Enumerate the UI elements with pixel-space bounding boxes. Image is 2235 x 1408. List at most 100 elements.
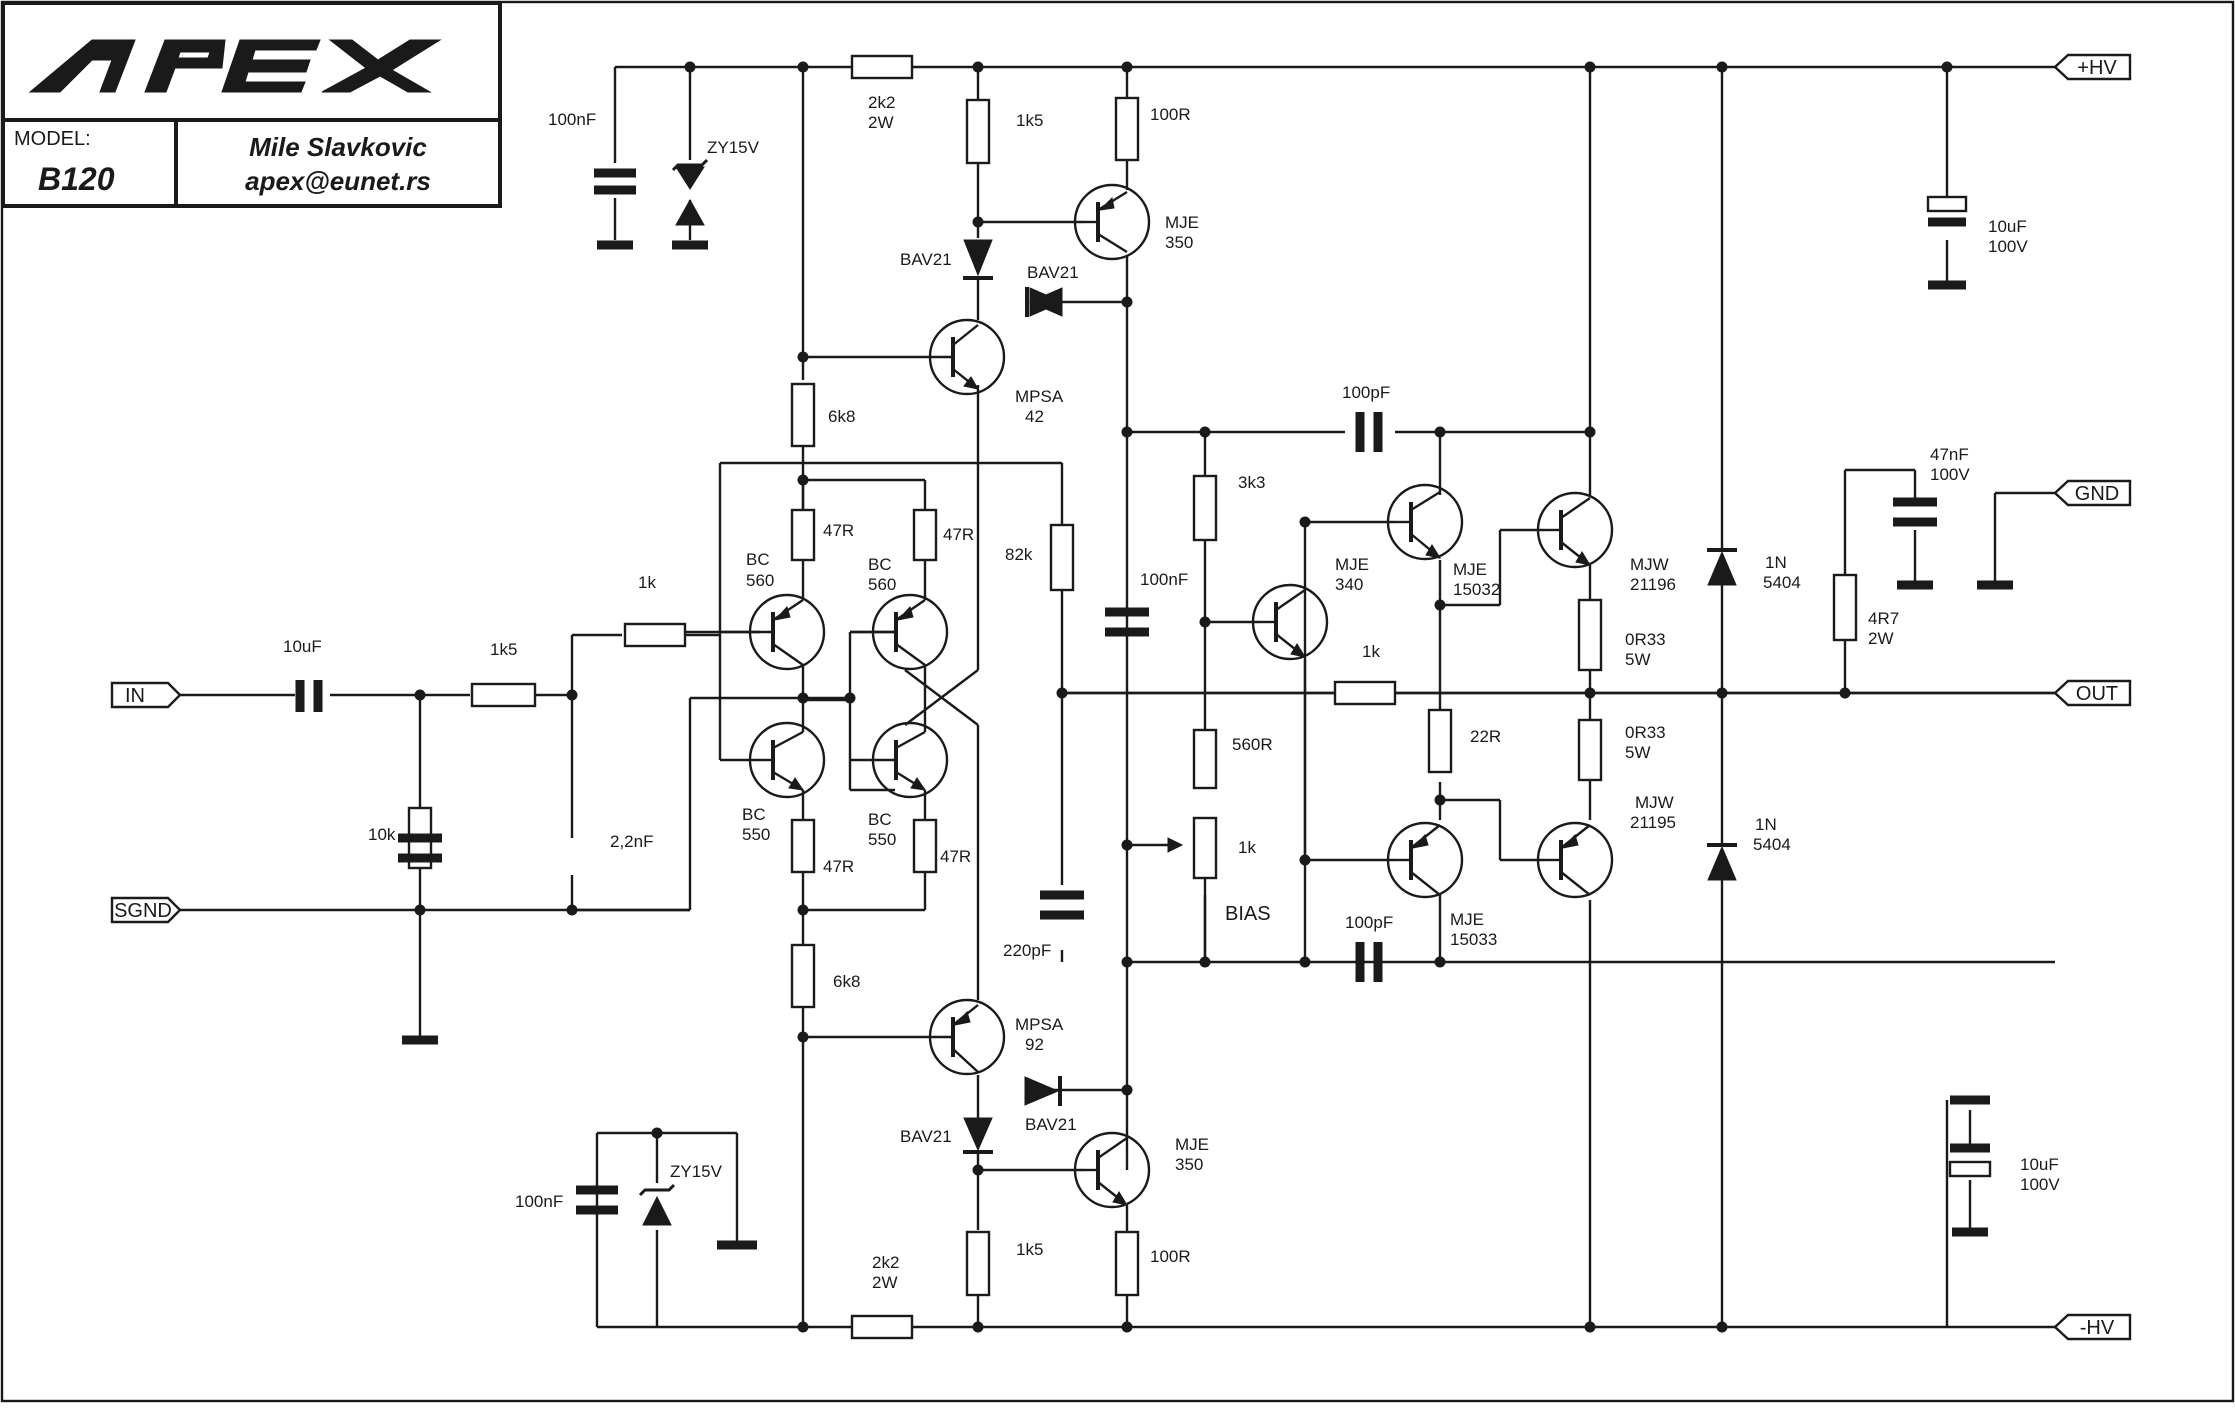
- transistor-MJE15032: [1386, 483, 1464, 561]
- label: 82k: [1005, 545, 1033, 564]
- transistors: [720, 183, 1614, 1209]
- transistor-MJE15033: [1386, 821, 1464, 899]
- resistor-1k-feedback: [1333, 680, 1397, 706]
- capacitor-100nF-bot: [576, 1185, 618, 1215]
- label: BAV21: [900, 250, 952, 269]
- label: 47R: [940, 847, 971, 866]
- transistor-BC550-right: [850, 721, 949, 820]
- label: 100nF: [1140, 570, 1188, 589]
- label: 10k: [368, 825, 396, 844]
- component-labels: 100nF ZY15V 2k2 2W 1k5 100R MJE 350 BAV2…: [283, 93, 2060, 1292]
- resistor-1k5-bot: [965, 1230, 991, 1297]
- port-gnd: GND: [2053, 479, 2132, 507]
- apex-logo: [28, 39, 442, 93]
- label: 1k5: [1016, 1240, 1043, 1259]
- resistor-47R-3: [790, 818, 816, 874]
- author-email: apex@eunet.rs: [245, 166, 431, 196]
- transistor-MJE350-bot: [1073, 1131, 1151, 1209]
- port-hv-positive: +HV: [2053, 53, 2132, 81]
- capacitor-220pF: [1040, 890, 1084, 920]
- label: MJE: [1175, 1135, 1209, 1154]
- label: 220pF: [1003, 941, 1051, 960]
- label: 1k5: [490, 640, 517, 659]
- label: 15033: [1450, 930, 1497, 949]
- resistor-560R: [1192, 728, 1218, 790]
- label: 6k8: [828, 407, 855, 426]
- label: 2W: [872, 1273, 898, 1292]
- transistor-MPSA42: [928, 318, 1006, 396]
- ground-symbols: [402, 580, 2013, 1250]
- capacitor-100pF-bot: [1355, 942, 1383, 982]
- zener-ZY15V-top: [671, 158, 709, 250]
- label: MJW: [1635, 793, 1674, 812]
- resistor-0R33-top: [1577, 598, 1603, 672]
- label: BC: [742, 805, 766, 824]
- label: 47R: [823, 857, 854, 876]
- label: MJW: [1630, 555, 1669, 574]
- resistor-47R-2: [912, 508, 938, 562]
- label: 100nF: [548, 110, 596, 129]
- label: 47nF: [1930, 445, 1969, 464]
- label: 10uF: [1988, 217, 2027, 236]
- label: 21196: [1630, 575, 1676, 594]
- label: 340: [1335, 575, 1363, 594]
- label: BAV21: [1027, 263, 1079, 282]
- capacitor-10uF-top: [1926, 195, 1968, 290]
- label: 100R: [1150, 105, 1191, 124]
- ports: IN SGND +HV GND OUT -HV: [110, 53, 2132, 1341]
- svg-text:GND: GND: [2075, 483, 2119, 505]
- capacitor-100nF-top: [594, 168, 636, 250]
- port-in: IN: [110, 681, 182, 709]
- pot-wiper-arrow: [1167, 837, 1184, 853]
- resistor-4R7: [1832, 573, 1858, 642]
- label: 2W: [1868, 629, 1894, 648]
- label: BAV21: [900, 1127, 952, 1146]
- junction-dots: [414, 61, 1953, 1333]
- svg-text:-HV: -HV: [2080, 1317, 2115, 1339]
- label: MJE: [1450, 910, 1484, 929]
- label: 5W: [1625, 743, 1651, 762]
- resistor-47R-1: [790, 508, 816, 562]
- capacitor-47nF: [1893, 497, 1937, 590]
- label: ZY15V: [707, 138, 760, 157]
- resistor-0R33-bot: [1577, 718, 1603, 782]
- label: 1N: [1765, 553, 1787, 572]
- transistor-BC560-right: [850, 593, 949, 671]
- label: 550: [742, 825, 770, 844]
- capacitor-100nF-mid: [1105, 607, 1149, 637]
- label: MPSA: [1015, 1015, 1064, 1034]
- label: 100V: [2020, 1175, 2060, 1194]
- label: BC: [868, 810, 892, 829]
- resistor-6k8-top: [790, 382, 816, 448]
- svg-text:SGND: SGND: [114, 900, 172, 922]
- label: 5404: [1753, 835, 1791, 854]
- transistor-MJW21196: [1536, 491, 1614, 569]
- transistor-MJW21195: [1536, 821, 1614, 899]
- svg-text:OUT: OUT: [2076, 683, 2118, 705]
- title-block: MODEL: B120 Mile Slavkovic apex@eunet.rs: [1, 1, 502, 208]
- resistor-1k-in: [623, 622, 687, 648]
- author-name: Mile Slavkovic: [249, 132, 427, 162]
- transistor-MPSA92: [928, 998, 1006, 1076]
- model-label: MODEL:: [14, 128, 91, 150]
- label: 1k: [1238, 838, 1256, 857]
- label: BC: [868, 555, 892, 574]
- diode-BAV21-top-horizontal: [1025, 287, 1064, 317]
- diode-BAV21-bot-vertical: [963, 1117, 993, 1154]
- potentiometer-bias-1k: [1192, 816, 1218, 880]
- label: 560: [746, 571, 774, 590]
- resistor-6k8-bot: [790, 943, 816, 1009]
- label: 100R: [1150, 1247, 1191, 1266]
- label: 1k: [638, 573, 656, 592]
- label: 0R33: [1625, 723, 1666, 742]
- model-value: B120: [38, 161, 115, 197]
- label: 22R: [1470, 727, 1501, 746]
- transistor-BC560-left: [720, 593, 826, 671]
- label: 2k2: [868, 93, 895, 112]
- label: BIAS: [1225, 903, 1271, 925]
- resistor-100R-bot: [1114, 1230, 1140, 1297]
- svg-text:IN: IN: [125, 685, 145, 707]
- capacitor-2n2: [398, 833, 442, 863]
